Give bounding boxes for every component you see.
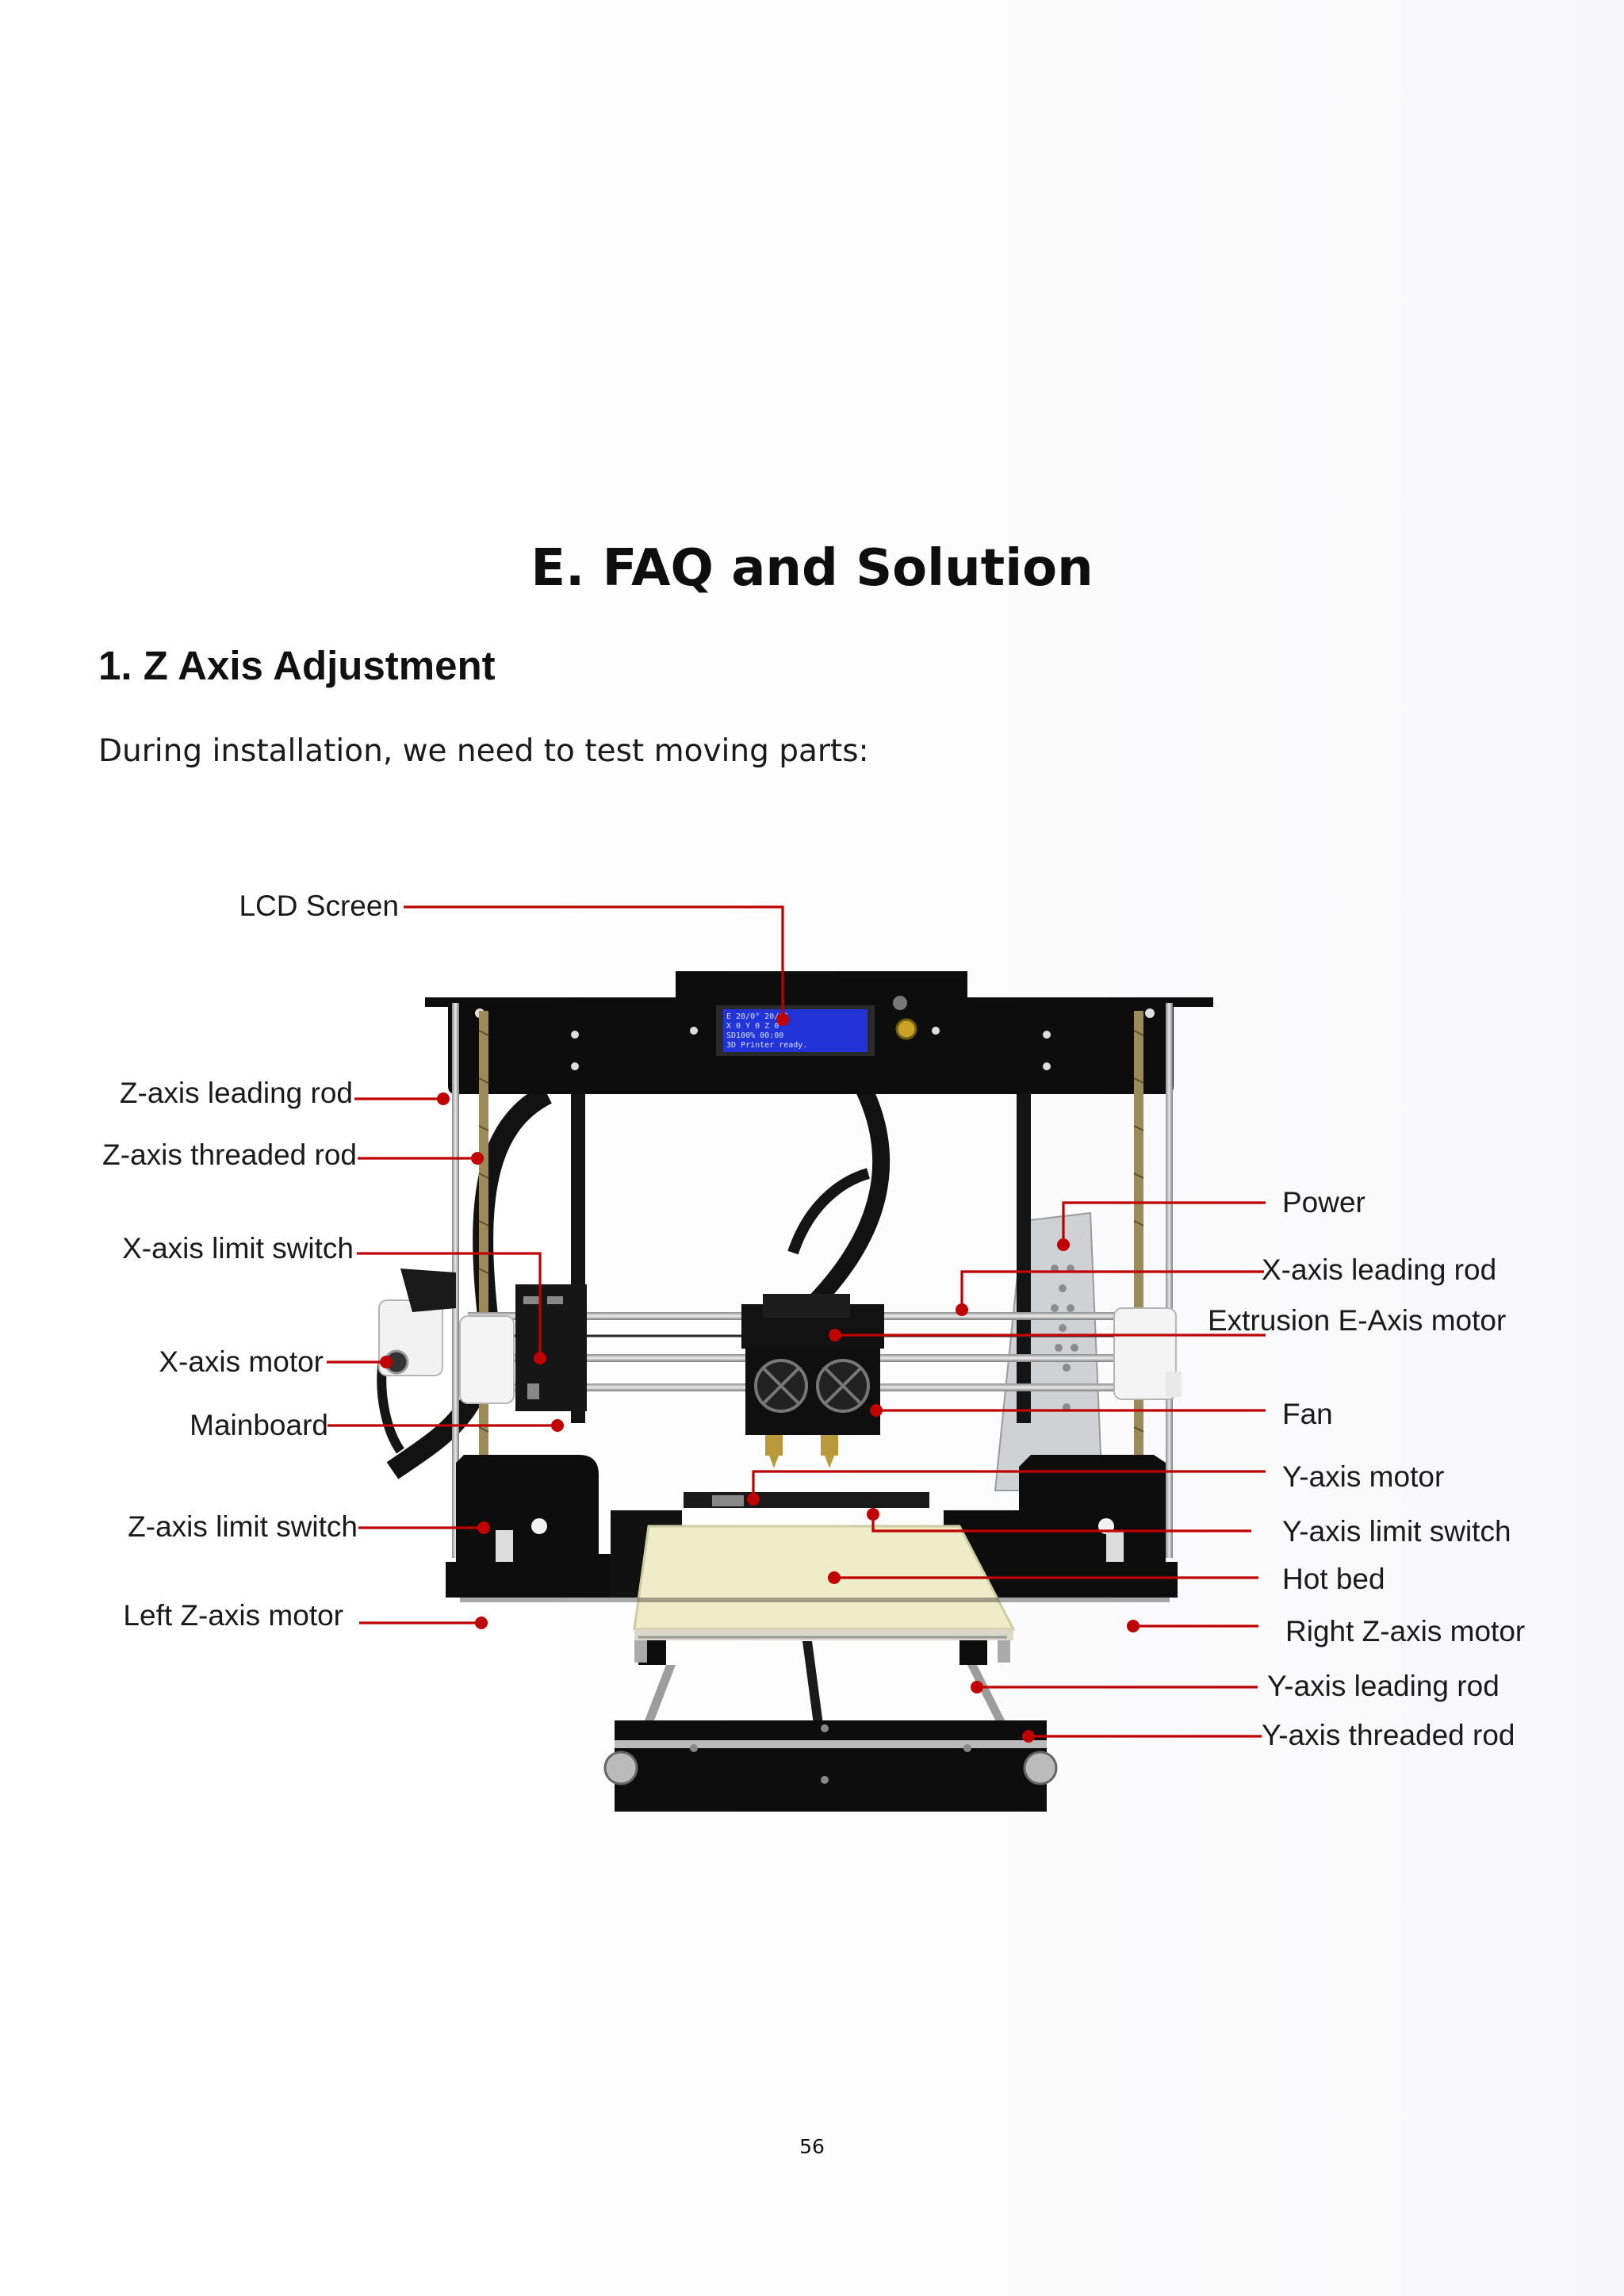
label-fan: Fan — [1282, 1398, 1333, 1430]
section-title: E. FAQ and Solution — [530, 539, 1094, 598]
lcd-screen-dot — [776, 1013, 789, 1026]
mainboard-dot — [551, 1419, 564, 1432]
y-axis-leading-rod-dot — [971, 1681, 983, 1693]
lcd-line-1: E 20/0° 20/0° — [726, 1012, 788, 1021]
lcd-screen-leader — [404, 905, 784, 1020]
subsection-title: 1. Z Axis Adjustment — [98, 643, 496, 688]
lcd-line-4: 3D Printer ready. — [726, 1041, 807, 1050]
y-axis-threaded-rod-dot — [1022, 1730, 1035, 1743]
page-number: 56 — [799, 2135, 825, 2158]
label-x-axis-motor: X-axis motor — [159, 1345, 324, 1378]
z-axis-threaded-rod-dot — [471, 1152, 484, 1165]
power-dot — [1057, 1238, 1070, 1251]
lcd-line-3: SD100% 00:00 — [726, 1031, 783, 1040]
hot-bed-dot — [828, 1571, 841, 1584]
label-y-axis-limit-switch: Y-axis limit switch — [1282, 1515, 1511, 1548]
label-y-axis-motor: Y-axis motor — [1282, 1460, 1444, 1493]
y-axis-motor-dot — [747, 1493, 760, 1506]
label-y-axis-threaded-rod: Y-axis threaded rod — [1262, 1719, 1515, 1751]
y-axis-motor-leader — [752, 1470, 1266, 1499]
printer-diagram: E 20/0° 20/0° X 0 Y 0 Z 0 SD100% 00:00 3… — [0, 856, 1624, 1847]
printer-photo: E 20/0° 20/0° X 0 Y 0 Z 0 SD100% 00:00 3… — [377, 971, 1213, 1812]
page-background — [514, 0, 1624, 2296]
fan-dot — [870, 1404, 883, 1417]
label-right-z-axis-motor: Right Z-axis motor — [1285, 1615, 1525, 1647]
label-lcd-screen: LCD Screen — [239, 890, 399, 922]
extrusion-e-axis-motor-dot — [829, 1329, 841, 1341]
label-z-axis-leading-rod: Z-axis leading rod — [120, 1077, 353, 1109]
label-z-axis-limit-switch: Z-axis limit switch — [128, 1510, 358, 1543]
z-axis-limit-switch-dot — [477, 1521, 490, 1534]
x-axis-limit-switch-leader — [357, 1252, 542, 1358]
y-axis-limit-switch-dot — [867, 1508, 879, 1521]
label-extrusion-e-axis-motor: Extrusion E-Axis motor — [1208, 1304, 1506, 1337]
power-leader — [1062, 1201, 1266, 1245]
label-power: Power — [1282, 1186, 1365, 1219]
label-mainboard: Mainboard — [190, 1409, 328, 1441]
x-axis-leading-rod-dot — [956, 1303, 968, 1316]
x-axis-leading-rod-leader — [960, 1270, 1264, 1310]
left-z-axis-motor-dot — [475, 1617, 488, 1629]
z-axis-leading-rod-dot — [437, 1093, 450, 1105]
label-left-z-axis-motor: Left Z-axis motor — [123, 1599, 343, 1632]
label-y-axis-leading-rod: Y-axis leading rod — [1267, 1670, 1500, 1702]
lcd-line-2: X 0 Y 0 Z 0 — [726, 1022, 779, 1031]
intro-paragraph: During installation, we need to test mov… — [98, 733, 869, 769]
x-axis-motor-dot — [380, 1356, 393, 1368]
label-x-axis-leading-rod: X-axis leading rod — [1262, 1253, 1496, 1286]
right-z-axis-motor-dot — [1127, 1620, 1139, 1632]
label-z-axis-threaded-rod: Z-axis threaded rod — [102, 1138, 357, 1171]
label-hot-bed: Hot bed — [1282, 1563, 1385, 1595]
x-axis-limit-switch-dot — [534, 1352, 546, 1364]
label-x-axis-limit-switch: X-axis limit switch — [122, 1232, 354, 1265]
